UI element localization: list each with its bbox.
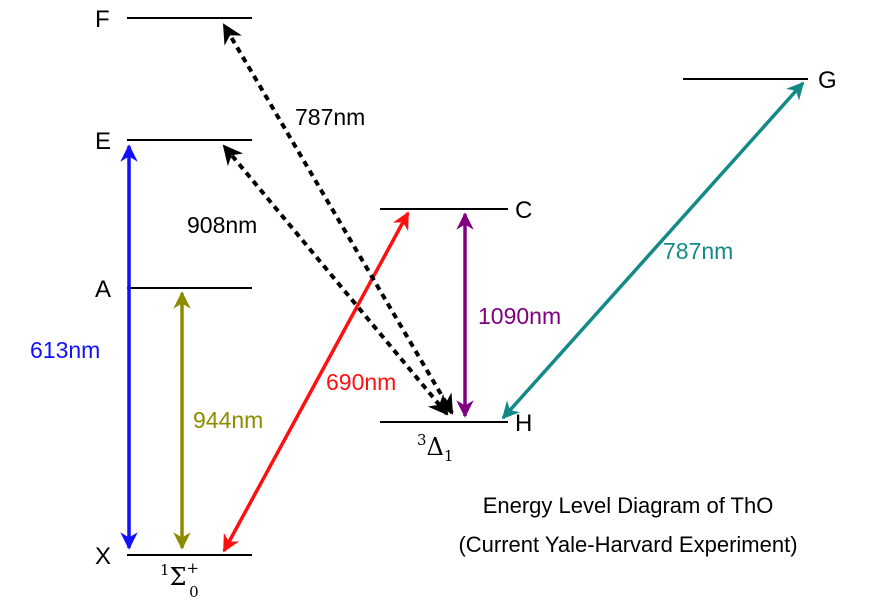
wavelength-label-h-c: 1090nm (478, 303, 561, 329)
term-symbol-ground: 1Σ+0 (160, 559, 199, 600)
wavelength-label-x-e: 613nm (30, 337, 100, 363)
wavelength-label-x-a: 944nm (193, 407, 263, 433)
wavelength-label-h-g: 787nm (663, 238, 733, 264)
diagram-caption-line-1: Energy Level Diagram of ThO (483, 493, 774, 518)
level-label-e: E (95, 128, 111, 155)
wavelength-label-x-c: 690nm (326, 369, 396, 395)
level-label-f: F (95, 6, 110, 33)
wavelength-label-h-e: 908nm (187, 212, 257, 238)
term-symbol-h-state: 3Δ1 (417, 431, 453, 465)
level-label-x: X (95, 543, 111, 570)
level-label-g: G (818, 67, 837, 94)
level-label-a: A (95, 276, 111, 303)
level-label-c: C (515, 197, 532, 224)
transition-arrow-h-g (501, 81, 805, 420)
wavelength-label-h-f: 787nm (295, 104, 365, 130)
level-label-h: H (515, 410, 532, 437)
transition-arrow-h-e (222, 144, 449, 416)
diagram-caption-line-2: (Current Yale-Harvard Experiment) (458, 532, 797, 557)
transition-arrow-h-f (222, 23, 454, 415)
